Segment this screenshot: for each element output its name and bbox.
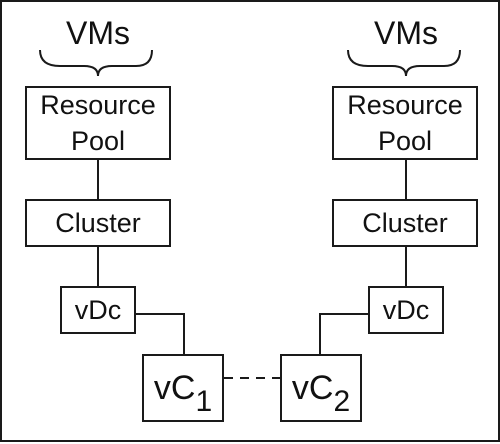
right-resource-pool-box: Resource Pool: [332, 86, 478, 160]
vc1-label: vC1: [153, 368, 212, 417]
left-vdc-box: vDc: [60, 286, 136, 334]
left-cluster-label: Cluster: [55, 208, 141, 238]
right-cluster-box: Cluster: [332, 199, 478, 247]
vc2-label: vC2: [291, 368, 350, 417]
vc2-base: vC: [291, 369, 334, 407]
left-resource-pool-label: Resource Pool: [40, 90, 156, 156]
left-vdc-label: vDc: [74, 295, 122, 325]
left-vdc-vc-link: [136, 313, 185, 354]
left-resource-pool-box: Resource Pool: [25, 86, 171, 160]
right-vdc-label: vDc: [382, 295, 430, 325]
left-vms-label: VMs: [66, 15, 130, 51]
right-vms-brace: [347, 49, 461, 77]
right-resource-pool-label: Resource Pool: [347, 90, 463, 156]
right-vms-label: VMs: [374, 15, 438, 51]
left-vms-brace: [39, 49, 153, 77]
right-cluster-label: Cluster: [362, 208, 448, 238]
vc1-subscript: 1: [195, 385, 213, 418]
vc2-subscript: 2: [333, 385, 351, 418]
vc2-box: vC2: [280, 354, 362, 422]
left-cluster-box: Cluster: [25, 199, 171, 247]
right-vdc-box: vDc: [368, 286, 444, 334]
vc1-box: vC1: [142, 354, 224, 422]
vc1-base: vC: [153, 369, 196, 407]
right-vdc-vc-link: [319, 313, 368, 354]
